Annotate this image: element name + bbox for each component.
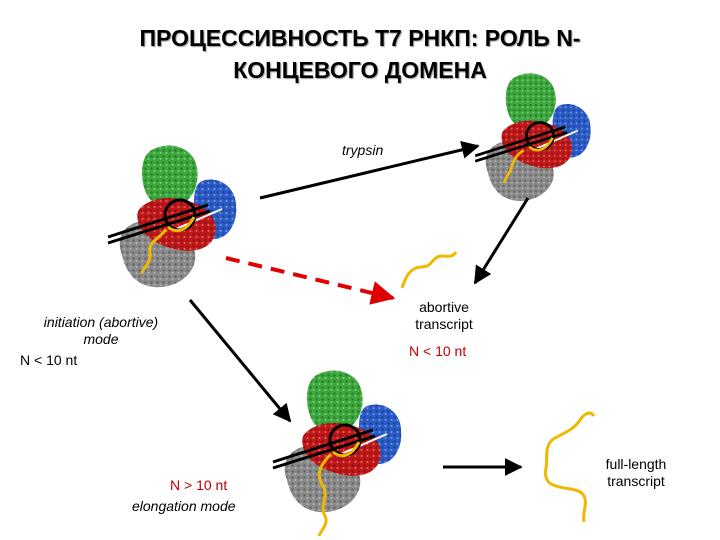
rnap-elongation-complex	[271, 368, 403, 537]
abortive-transcript-label: abortive transcript	[396, 299, 492, 333]
rna-short-initiation	[140, 228, 168, 274]
title-line-1: ПРОЦЕССИВНОСТЬ T7 РНКП: РОЛЬ N-	[139, 25, 581, 51]
arrow-to-elongation-complex	[188, 299, 292, 423]
initiation-mode-line-1: initiation (abortive)	[43, 314, 159, 330]
full-length-transcript-line-1: full-length	[605, 456, 667, 472]
elongation-mode-label: elongation mode	[132, 498, 236, 514]
initiation-mode-line-2: mode	[83, 331, 119, 347]
elongation-n-label: N > 10 nt	[170, 477, 228, 493]
arrow-to-trypsin-complex	[259, 141, 480, 200]
abortive-transcript-line-2: transcript	[415, 316, 473, 332]
abortive-transcript-line-1: abortive	[419, 299, 469, 315]
full-length-transcript-label: full-length transcript	[588, 456, 684, 490]
trypsin-label: trypsin	[342, 142, 384, 158]
title-line-2: КОНЦЕВОГО ДОМЕНА	[233, 57, 487, 83]
initiation-mode-label: initiation (abortive) mode	[16, 314, 186, 348]
rna-long-elongation	[317, 452, 333, 537]
rna-short-trypsin	[502, 149, 525, 184]
abortive-transcript-rna	[400, 251, 458, 289]
arrow-abortive-release	[225, 256, 396, 305]
initiation-n-label: N < 10 nt	[20, 352, 78, 368]
rnap-initiation-complex	[106, 143, 238, 289]
full-length-transcript-rna	[544, 411, 596, 523]
full-length-transcript-line-2: transcript	[607, 473, 665, 489]
arrow-to-abortive-transcript	[473, 197, 530, 285]
rnap-trypsin-complex	[473, 72, 592, 203]
slide-title: ПРОЦЕССИВНОСТЬ T7 РНКП: РОЛЬ N- КОНЦЕВОГ…	[60, 22, 660, 86]
abortive-n-label: N < 10 nt	[409, 343, 467, 359]
